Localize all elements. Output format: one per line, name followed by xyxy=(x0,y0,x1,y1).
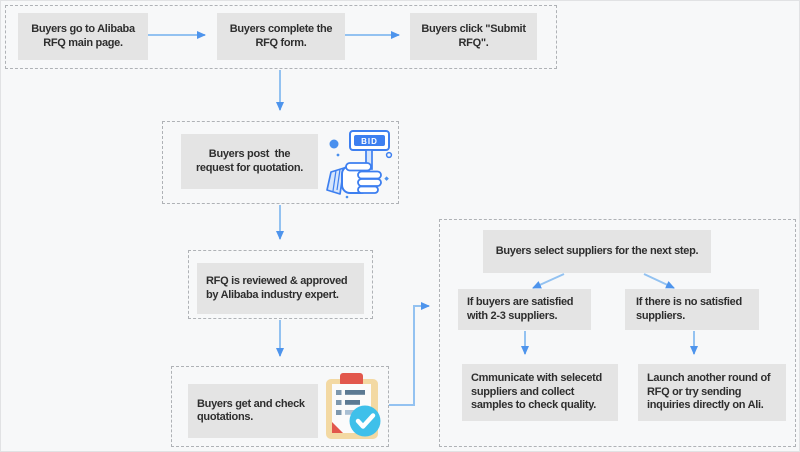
node-line: by Alibaba industry expert. xyxy=(206,288,339,301)
step-go-to-rfq-box: Buyers go to Alibaba RFQ main page. xyxy=(18,13,148,60)
node-line: inquiries directly on Ali. xyxy=(647,399,764,412)
node-line: RFQ main page. xyxy=(43,36,123,49)
results-group xyxy=(439,219,796,447)
submit-rfq-group: Buyers go to Alibaba RFQ main page. Buye… xyxy=(5,5,557,69)
node-line: Buyers select suppliers for the next ste… xyxy=(495,244,699,257)
arrow-quotations-to-results xyxy=(389,302,430,406)
node-line: RFQ or try sending xyxy=(647,385,742,398)
node-line: If there is no satisfied xyxy=(636,296,742,308)
node-line: Buyers click "Submit xyxy=(421,23,526,35)
post-request-box: Buyers post the request for quotation. xyxy=(181,134,318,189)
node-line: suppliers and collect xyxy=(471,385,575,398)
step-complete-form-box: Buyers complete the RFQ form. xyxy=(217,13,345,60)
bid-sign-label: BID xyxy=(361,137,378,146)
node-line: Cmmunicate with selecetd xyxy=(471,372,602,385)
clipboard-check-icon xyxy=(326,373,381,439)
post-request-group xyxy=(162,121,399,204)
quotations-group xyxy=(171,366,389,447)
review-group xyxy=(188,250,373,319)
node-line: Buyers go to Alibaba xyxy=(31,23,135,35)
review-box: RFQ is reviewed & approved by Alibaba in… xyxy=(197,263,364,314)
select-suppliers-box: Buyers select suppliers for the next ste… xyxy=(483,230,711,273)
node-line: request for quotation. xyxy=(195,161,304,174)
get-quotations-box: Buyers get and check quotations. xyxy=(188,384,318,438)
node-line: with 2-3 suppliers. xyxy=(467,309,558,322)
node-line: RFQ form. xyxy=(255,36,307,49)
node-line: RFQ is reviewed & approved xyxy=(206,275,348,287)
bid-hand-icon: BID xyxy=(326,130,393,199)
node-line: If buyers are satisfied xyxy=(467,296,574,308)
node-line: Buyers post the xyxy=(208,148,291,160)
node-line: Buyers complete the xyxy=(229,23,333,35)
node-line: Launch another round of xyxy=(647,372,771,385)
communicate-box: Cmmunicate with selecetd suppliers and c… xyxy=(462,364,618,421)
node-line: RFQ". xyxy=(458,36,489,49)
node-line: samples to check quality. xyxy=(471,399,596,412)
node-line: Buyers get and check xyxy=(197,397,305,410)
launch-another-box: Launch another round of RFQ or try sendi… xyxy=(638,364,786,421)
node-line: quotations. xyxy=(197,411,253,423)
no-satisfied-box: If there is no satisfied suppliers. xyxy=(625,289,759,330)
satisfied-box: If buyers are satisfied with 2-3 supplie… xyxy=(458,289,591,330)
step-click-submit-box: Buyers click "Submit RFQ". xyxy=(410,13,537,60)
node-line: suppliers. xyxy=(636,309,685,322)
